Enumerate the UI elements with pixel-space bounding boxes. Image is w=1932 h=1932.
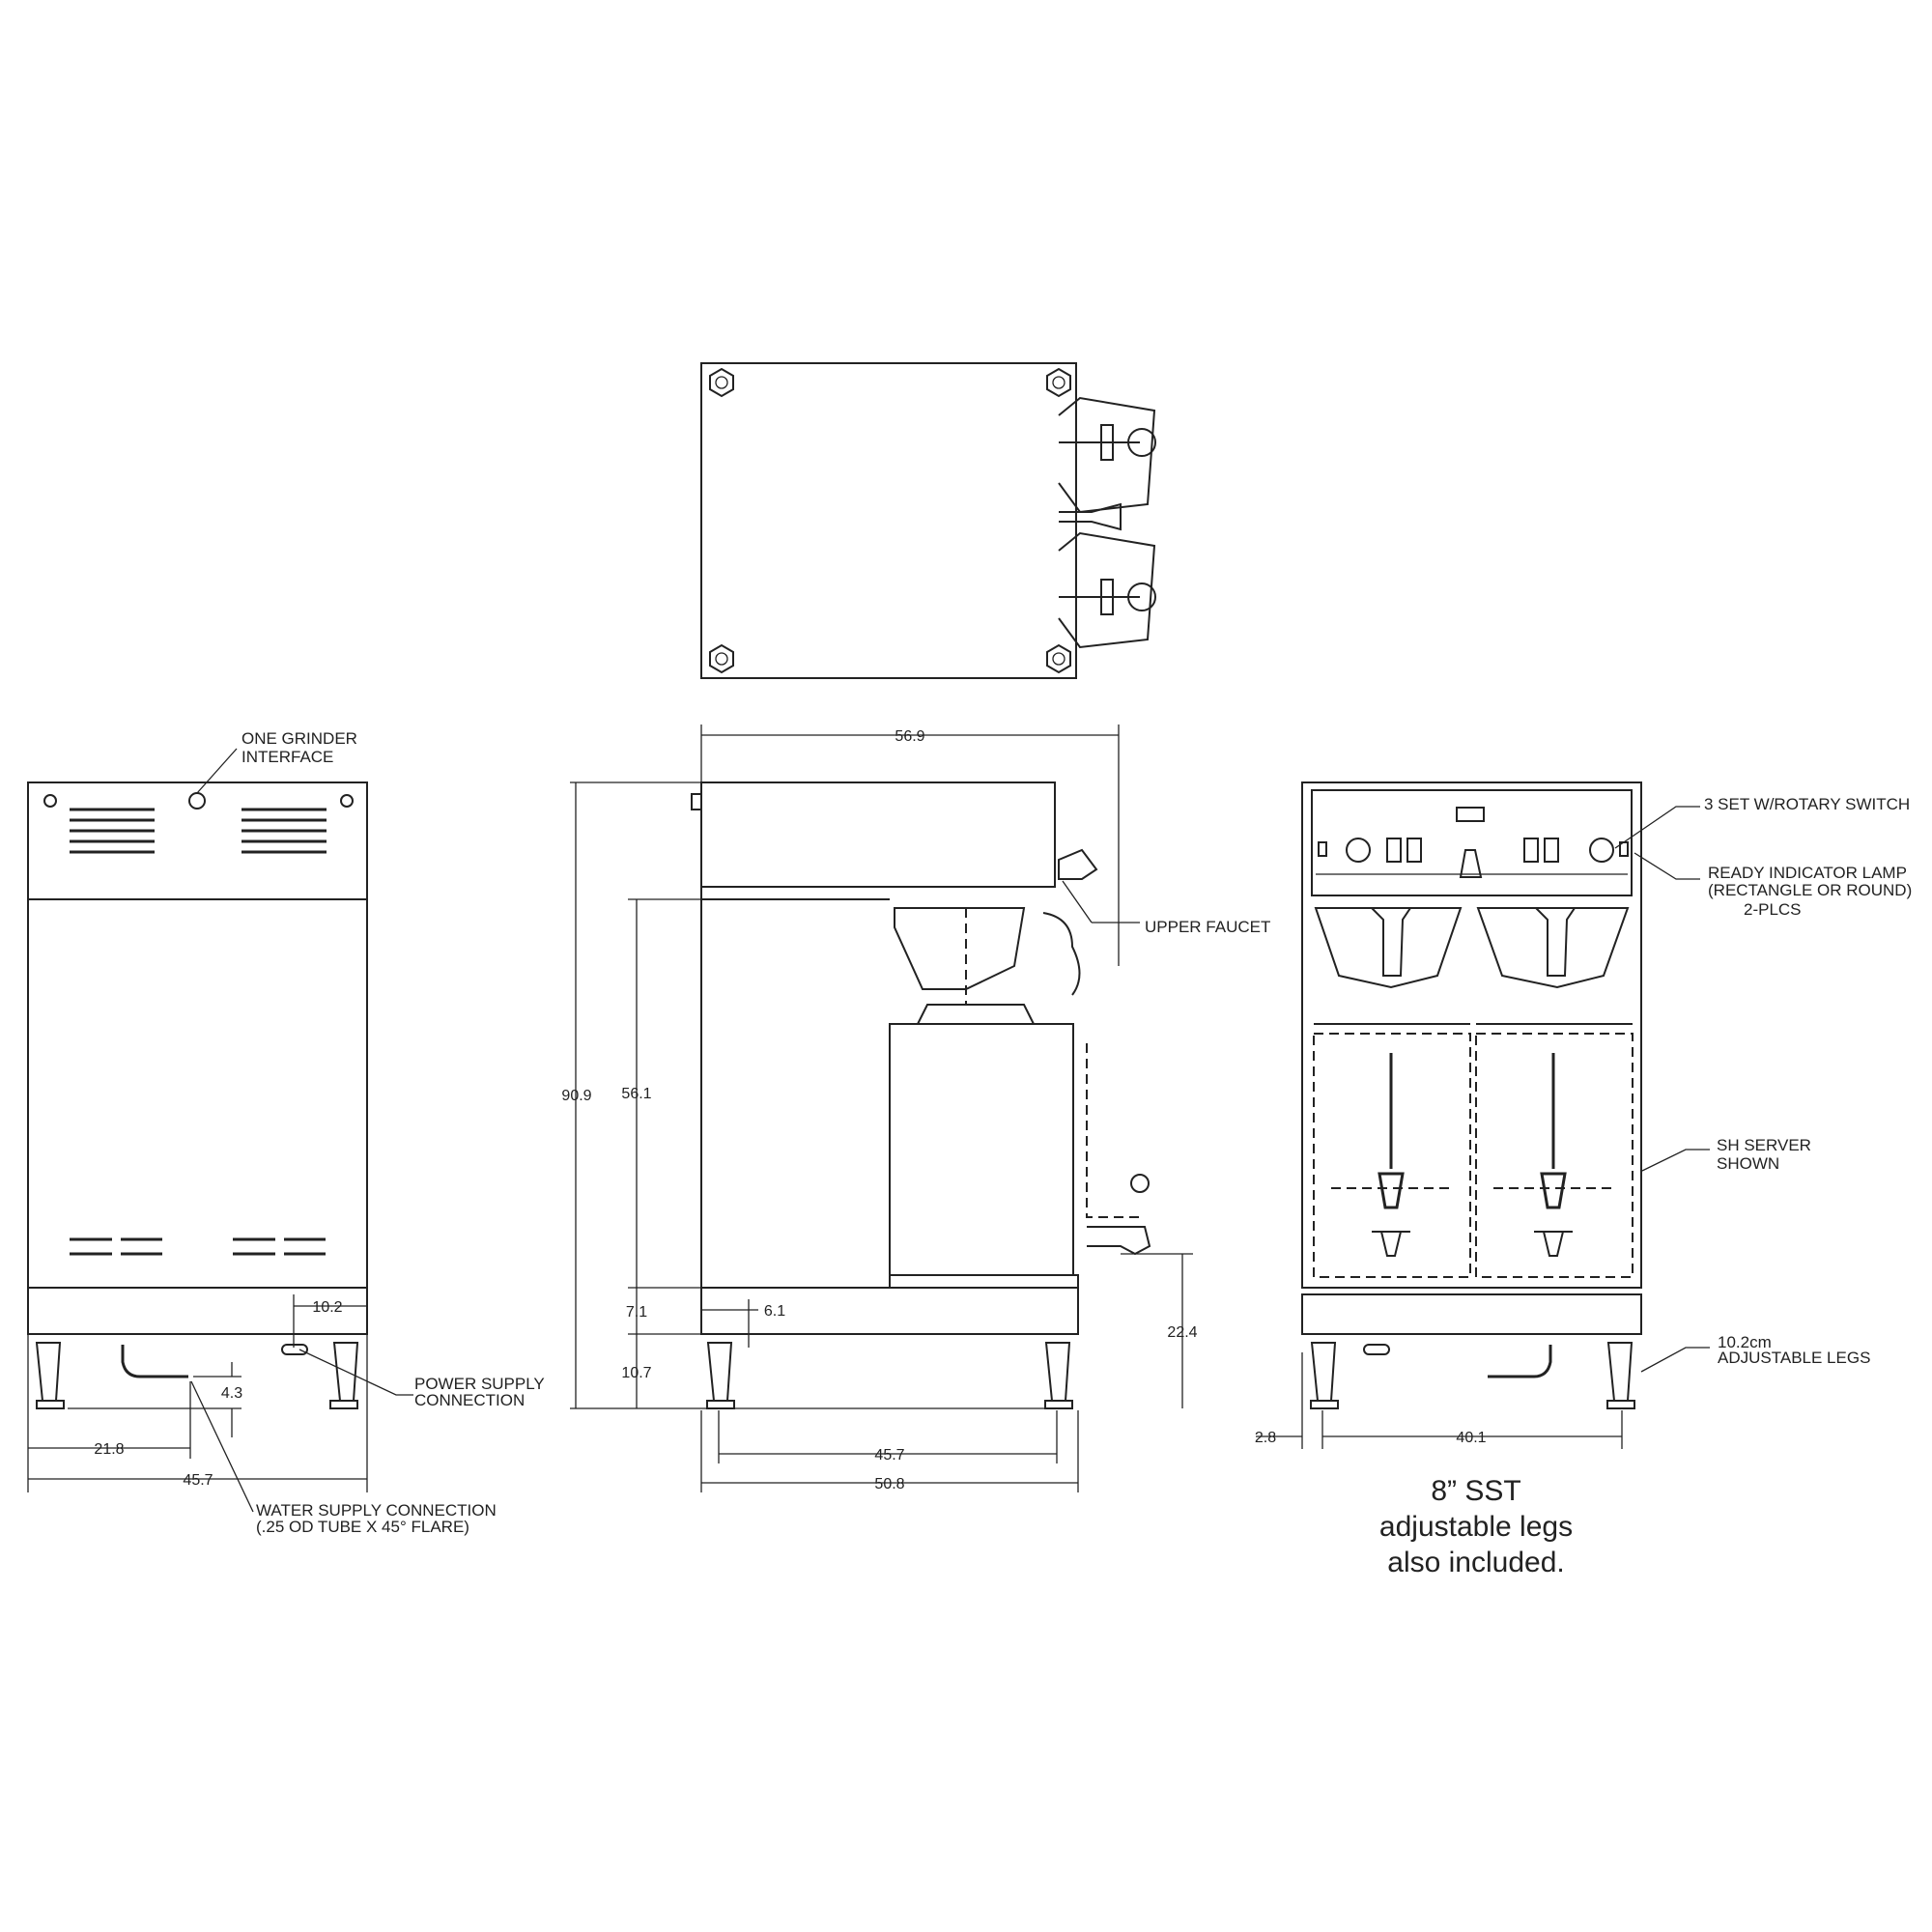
server-label: SH SERVER: [1717, 1136, 1811, 1154]
dim-value: 7.1: [626, 1304, 647, 1321]
side-legs: [706, 1342, 1073, 1409]
rotary-switch-right: [1589, 838, 1614, 863]
front-view: [1256, 781, 1710, 1449]
rear-view: [27, 748, 413, 1513]
dim-value: 10.7: [621, 1365, 651, 1381]
dim-value: 6.1: [764, 1303, 785, 1320]
dim-value: 45.7: [183, 1472, 213, 1489]
lamp-label: 2-PLCS: [1744, 900, 1802, 919]
dim-value: 10.2: [312, 1299, 342, 1316]
dim-value: 21.8: [94, 1441, 124, 1458]
front-legs: [1310, 1342, 1635, 1409]
dim-value: 40.1: [1456, 1430, 1486, 1446]
grinder-label: ONE GRINDER: [242, 729, 357, 748]
callout-labels: ONE GRINDER INTERFACE POWER SUPPLY CONNE…: [242, 729, 1912, 1536]
lamp-label: (RECTANGLE OR ROUND): [1708, 881, 1912, 899]
rear-legs: [35, 1342, 359, 1409]
legs-note: 8” SST adjustable legs also included.: [1379, 1475, 1573, 1578]
dim-value: 90.9: [561, 1088, 591, 1104]
legs-label: 10.2cm: [1718, 1333, 1772, 1351]
water-supply-tube: [121, 1345, 188, 1378]
dim-value: 4.3: [221, 1385, 242, 1402]
water-label: (.25 OD TUBE X 45° FLARE): [256, 1518, 469, 1536]
side-view: [570, 724, 1193, 1492]
dim-value: 50.8: [874, 1476, 904, 1492]
server-label: SHOWN: [1717, 1154, 1779, 1173]
rotary-switch-label: 3 SET W/ROTARY SWITCH: [1704, 795, 1910, 813]
dim-value: 2.8: [1255, 1430, 1276, 1446]
upper-faucet-label: UPPER FAUCET: [1145, 918, 1270, 936]
vent-slots: [70, 808, 327, 1256]
power-label: CONNECTION: [414, 1391, 525, 1409]
note-line: also included.: [1387, 1547, 1564, 1578]
rotary-switch-left: [1346, 838, 1371, 863]
grinder-label: INTERFACE: [242, 748, 333, 766]
legs-label: ADJUSTABLE LEGS: [1718, 1349, 1870, 1367]
note-line: adjustable legs: [1379, 1511, 1573, 1543]
dim-value: 56.9: [895, 728, 924, 745]
top-view-funnels: [1058, 396, 1156, 649]
dim-value: 45.7: [874, 1447, 904, 1463]
top-view-feet: [709, 367, 1071, 674]
servers: [1313, 1023, 1634, 1278]
brew-funnels: [1314, 907, 1630, 989]
top-view: [700, 362, 1156, 679]
note-line: 8” SST: [1431, 1475, 1520, 1507]
water-label: WATER SUPPLY CONNECTION: [256, 1501, 497, 1520]
dim-value: 22.4: [1167, 1324, 1197, 1341]
dim-value: 56.1: [621, 1086, 651, 1102]
lamp-label: READY INDICATOR LAMP: [1708, 864, 1907, 882]
control-panel: [1318, 838, 1629, 878]
power-label: POWER SUPPLY: [414, 1375, 545, 1393]
dimension-values: 10.2 4.3 21.8 45.7 56.9 90.9 56.1 7.1 10…: [94, 728, 1486, 1492]
grinder-interface-port: [188, 792, 206, 810]
